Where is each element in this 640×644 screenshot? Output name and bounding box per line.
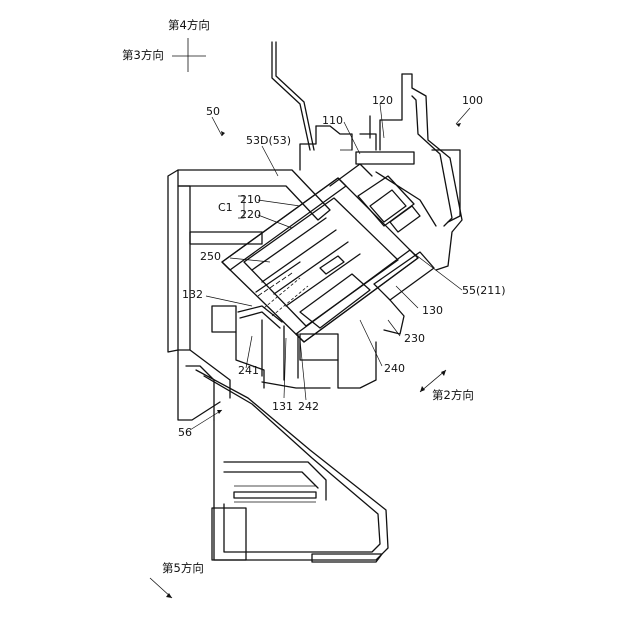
- label-50: 50: [206, 105, 220, 118]
- direction-cross-indicator: [172, 38, 206, 72]
- direction-label-3: 第3方向: [122, 48, 164, 62]
- label-242: 242: [298, 400, 319, 413]
- label-240: 240: [384, 362, 405, 375]
- direction-label-5: 第5方向: [162, 561, 204, 575]
- label-220: 220: [240, 208, 261, 221]
- label-110: 110: [322, 114, 343, 127]
- label-230: 230: [404, 332, 425, 345]
- label-53d: 53D(53): [246, 134, 291, 147]
- leader-lines: [190, 104, 470, 430]
- label-241: 241: [238, 364, 259, 377]
- label-55: 55(211): [462, 284, 506, 297]
- label-56: 56: [178, 426, 192, 439]
- label-100: 100: [462, 94, 483, 107]
- label-250: 250: [200, 250, 221, 263]
- label-130: 130: [422, 304, 443, 317]
- label-c1: C1: [218, 201, 233, 214]
- direction-label-4: 第4方向: [168, 18, 210, 32]
- lower-arm-56: [186, 366, 388, 562]
- direction-label-2: 第2方向: [432, 388, 474, 402]
- label-210: 210: [240, 193, 261, 206]
- direction-arrow-5: [150, 578, 172, 598]
- label-120: 120: [372, 94, 393, 107]
- label-131: 131: [272, 400, 293, 413]
- label-132: 132: [182, 288, 203, 301]
